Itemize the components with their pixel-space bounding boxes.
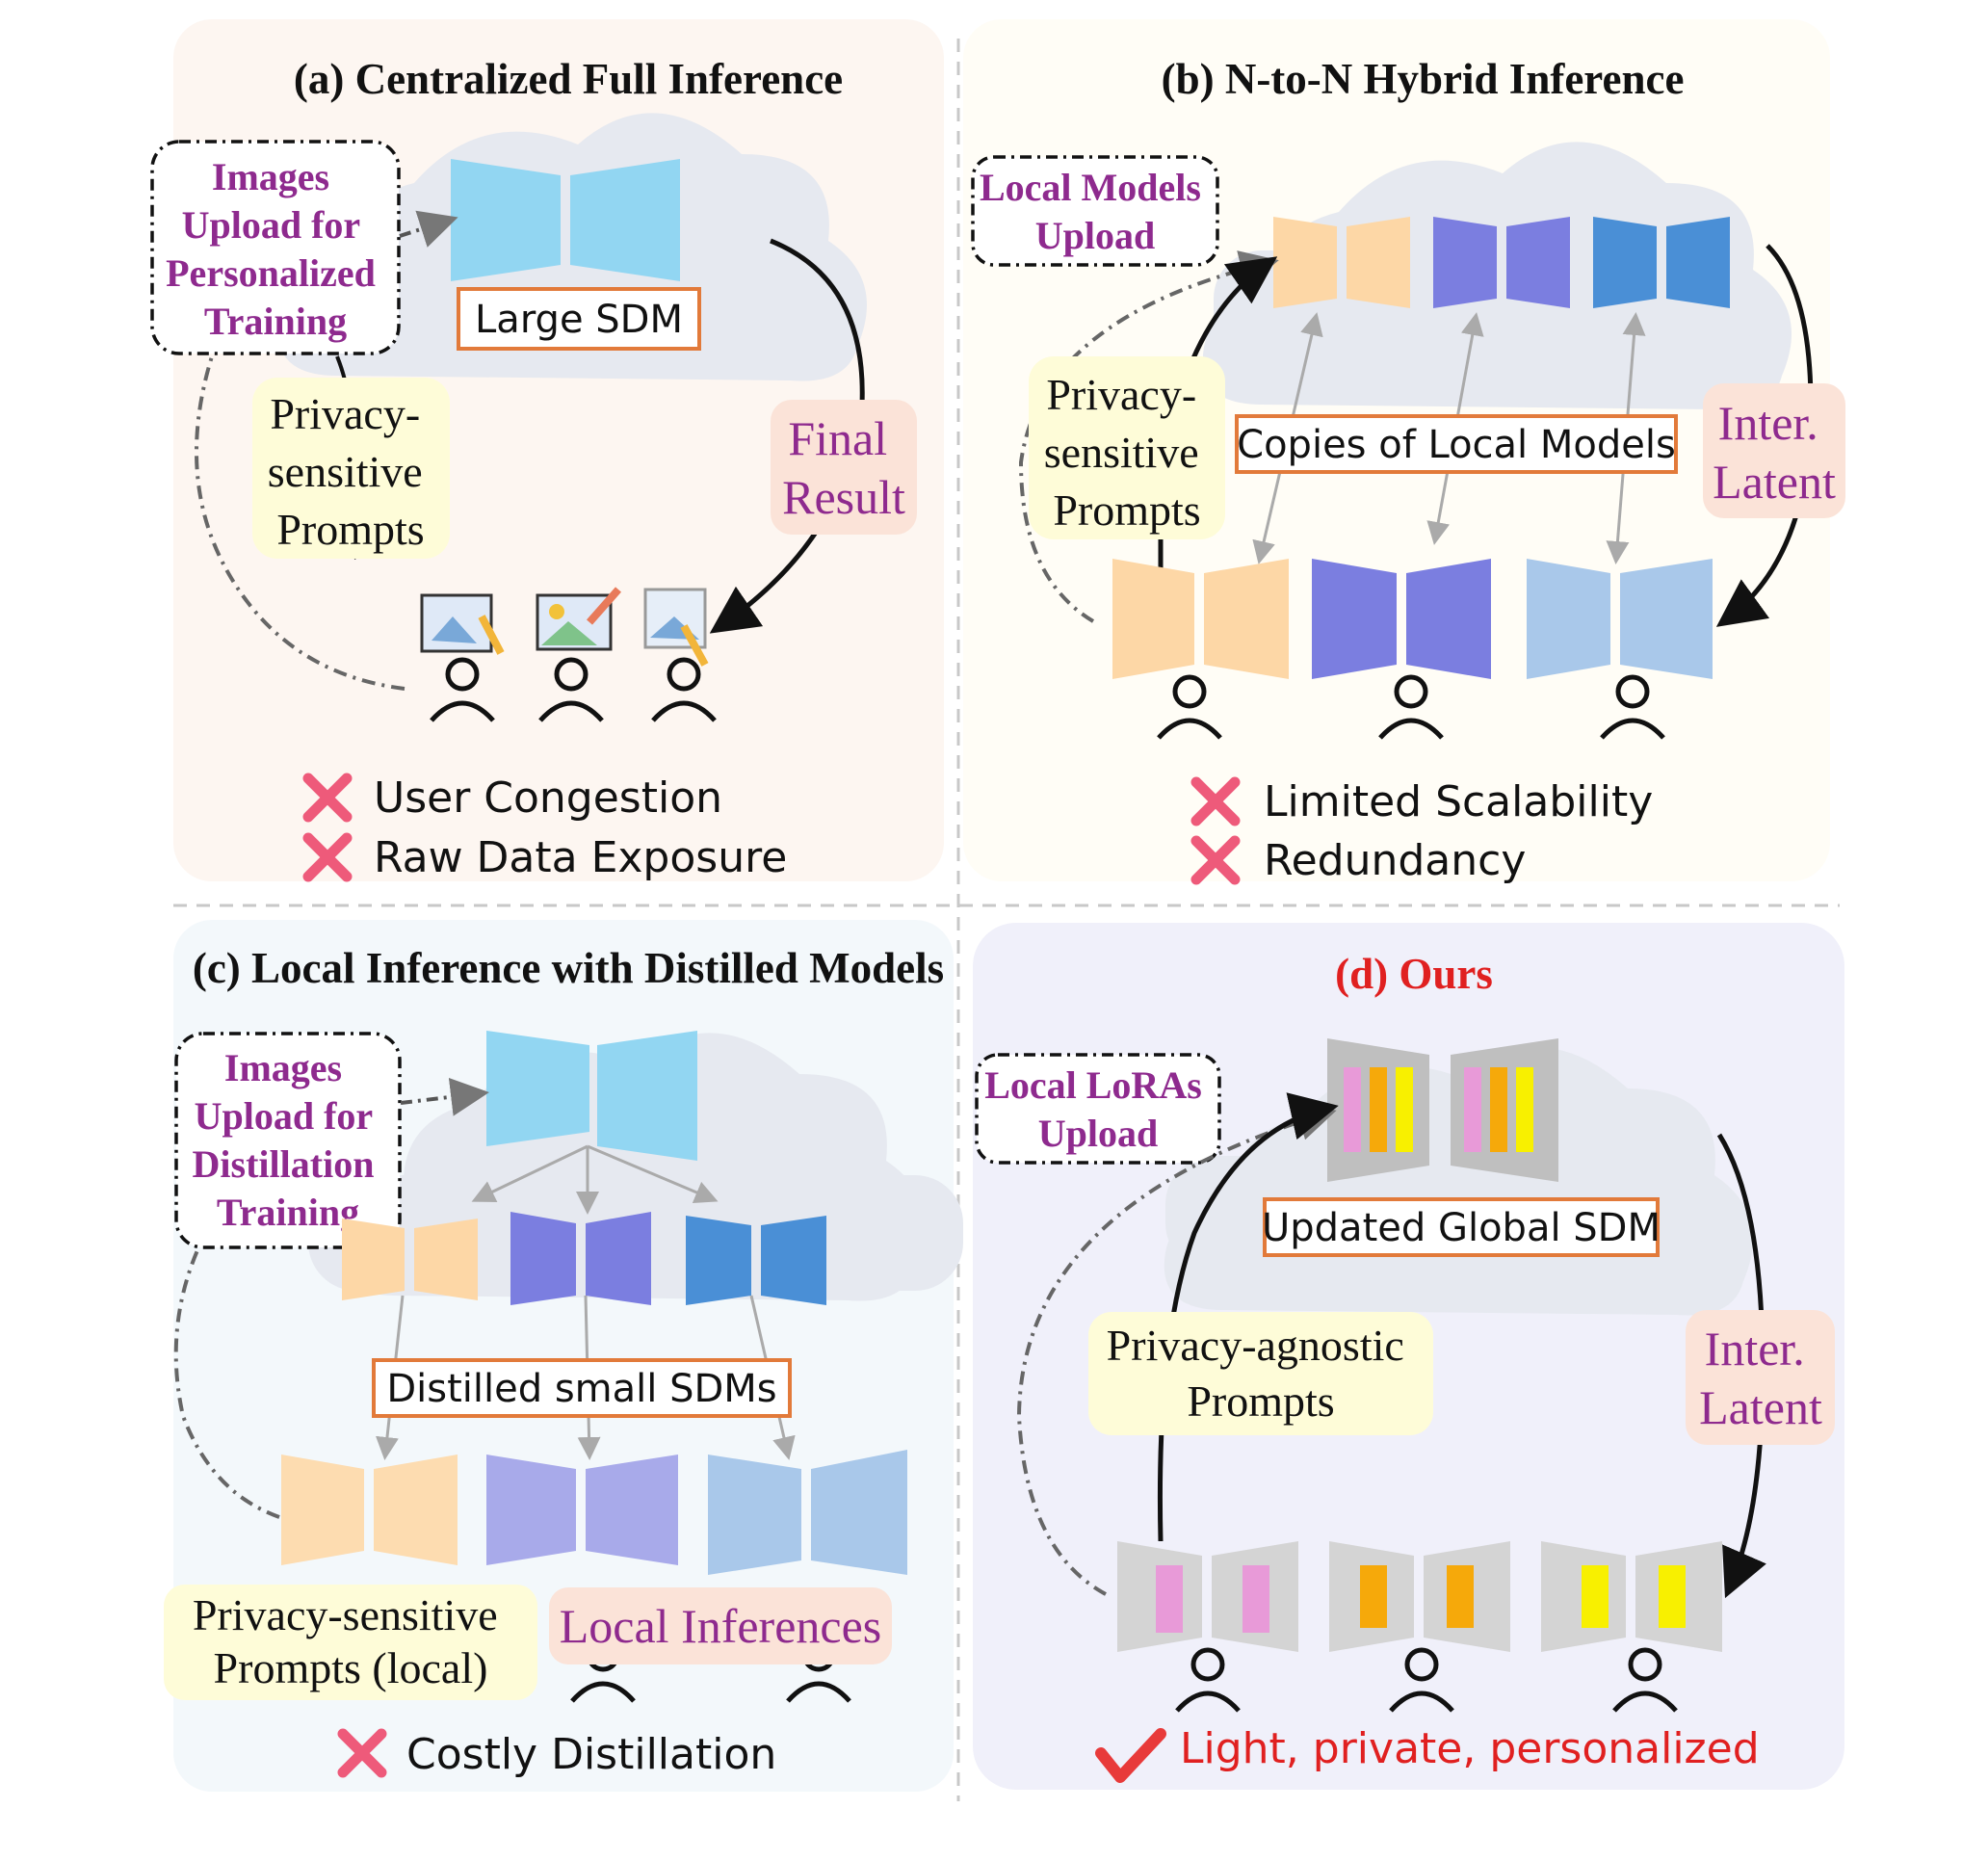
image-edit-icon xyxy=(643,588,709,667)
con-costly-distillation: Costly Distillation xyxy=(406,1730,776,1779)
large-sdm-label-box xyxy=(457,287,701,351)
latent-text: Inter. Latent xyxy=(1713,396,1836,509)
image-edit-icon xyxy=(536,587,621,651)
panel-c: (c) Local Inference with Distilled Model… xyxy=(164,944,963,1779)
large-sdm-model xyxy=(451,159,680,281)
distilled-label-box xyxy=(372,1358,792,1418)
panel-a-title: (a) Centralized Full Inference xyxy=(294,55,843,103)
lora-bar xyxy=(1464,1067,1481,1152)
con-redundancy: Redundancy xyxy=(1264,836,1526,885)
check-icon xyxy=(1095,1728,1166,1783)
distilled-cloud-models xyxy=(342,1212,826,1305)
lora-bar xyxy=(1396,1067,1413,1152)
upload-return-path xyxy=(1016,1102,1337,1596)
prompt-box xyxy=(1029,356,1225,539)
con-limited-scalability: Limited Scalability xyxy=(1264,777,1653,826)
prompt-text: Privacy-agnostic Prompts xyxy=(1107,1321,1416,1426)
lora-bar xyxy=(1344,1067,1361,1152)
local-inferences-label: Local Inferences xyxy=(560,1599,882,1653)
panel-b: (b) N-to-N Hybrid Inference Local Models… xyxy=(971,55,1845,885)
con-user-congestion: User Congestion xyxy=(374,773,722,823)
copies-label: Copies of Local Models xyxy=(1237,423,1676,467)
distilled-label: Distilled small SDMs xyxy=(386,1367,776,1411)
panel-d-title: (d) Ours xyxy=(1335,950,1493,998)
local-models-upload-box xyxy=(971,155,1219,267)
large-sdm-label: Large SDM xyxy=(475,298,683,342)
images-upload-text: Images Upload for Personalized Training xyxy=(166,155,385,343)
con-raw-data-exposure: Raw Data Exposure xyxy=(374,833,787,882)
lora-bar xyxy=(1370,1067,1387,1152)
prompt-box xyxy=(252,378,450,559)
upload-return-path xyxy=(195,355,405,691)
upload-arrow xyxy=(399,210,458,248)
global-sdm-label: Updated Global SDM xyxy=(1262,1206,1661,1250)
local-lora-models xyxy=(1117,1541,1722,1652)
panel-d: (d) Ours Updated Global SDM Local LoRAs … xyxy=(975,950,1835,1783)
prompt-text: Privacy- sensitive Prompts xyxy=(268,389,433,554)
local-loras-upload-box xyxy=(975,1053,1221,1165)
panel-a: (a) Centralized Full Inference Large SDM… xyxy=(150,55,917,882)
panel-c-title: (c) Local Inference with Distilled Model… xyxy=(193,944,944,992)
global-sdm-label-box xyxy=(1263,1197,1660,1257)
latent-text: Inter. Latent xyxy=(1699,1322,1822,1434)
teacher-sdm-model xyxy=(486,1031,697,1161)
images-upload-box xyxy=(150,140,401,355)
lora-bar xyxy=(1516,1067,1533,1152)
local-inferences-box xyxy=(549,1587,892,1664)
copies-label-box xyxy=(1235,414,1678,474)
global-sdm-model xyxy=(1327,1038,1558,1182)
local-models xyxy=(1112,559,1713,679)
latent-box xyxy=(1703,383,1845,518)
prompt-box xyxy=(164,1585,537,1700)
upload-return-path xyxy=(1018,250,1279,623)
local-models-upload-text: Local Models Upload xyxy=(980,166,1211,257)
prompt-box xyxy=(1088,1312,1433,1435)
local-distilled-models xyxy=(281,1450,907,1575)
final-result-box xyxy=(771,400,917,535)
prompt-text: Privacy- sensitive Prompts xyxy=(1044,370,1210,535)
latent-box xyxy=(1686,1310,1835,1445)
image-edit-icon xyxy=(420,593,505,655)
cloud-local-model-copies xyxy=(1273,217,1730,308)
prompt-text: Privacy-sensitive Prompts (local) xyxy=(193,1590,509,1692)
prompt-arrow xyxy=(1157,1092,1339,1542)
final-result-text: Final Result xyxy=(782,411,905,524)
pro-light-private-personalized: Light, private, personalized xyxy=(1180,1724,1760,1773)
local-loras-upload-text: Local LoRAs Upload xyxy=(984,1063,1212,1155)
lora-bar xyxy=(1490,1067,1507,1152)
images-upload-box xyxy=(174,1032,402,1249)
panel-b-title: (b) N-to-N Hybrid Inference xyxy=(1162,55,1685,103)
images-upload-text: Images Upload for Distillation Training xyxy=(193,1046,384,1234)
